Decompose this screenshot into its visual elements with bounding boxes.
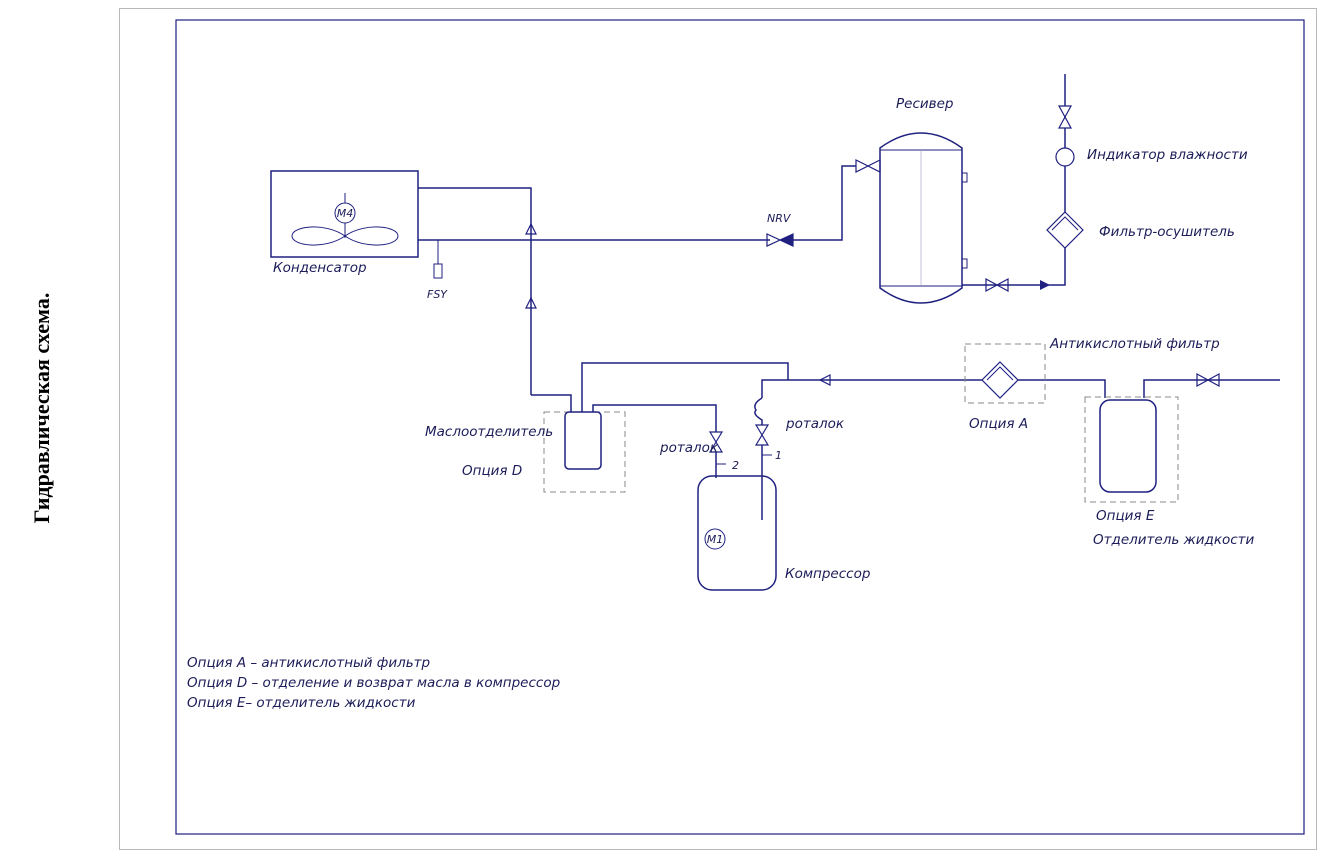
oil-return-pipe xyxy=(592,404,717,432)
compressor-motor-icon xyxy=(704,528,726,550)
receiver-label: Ресивер xyxy=(896,96,953,112)
port-1-label: 1 xyxy=(775,449,782,462)
rotalock-valve-left xyxy=(708,431,724,453)
fsy-label: FSY xyxy=(427,288,448,301)
rotalock-valve-right xyxy=(754,424,770,446)
acid-filter-icon xyxy=(981,361,1019,399)
option-d-box xyxy=(543,411,626,493)
compressor-motor-label: M1 xyxy=(707,533,724,546)
suction-pipe xyxy=(761,379,1106,398)
fan-blade-left xyxy=(291,226,346,246)
rotalock-right-label: роталок xyxy=(785,416,845,432)
liquid-separator-label: Отделитель жидкости xyxy=(1093,532,1255,548)
option-a-box xyxy=(964,343,1046,404)
option-e-label: Опция E xyxy=(1096,508,1155,524)
moisture-indicator-label: Индикатор влажности xyxy=(1087,147,1248,163)
oil-separator-vessel xyxy=(564,411,602,470)
flow-arrow-up-1 xyxy=(525,222,537,235)
legend-item: Опция E– отделитель жидкости xyxy=(187,695,416,711)
condenser-motor-label: M4 xyxy=(337,207,354,220)
moisture-indicator-icon xyxy=(1055,147,1075,167)
page-border xyxy=(119,8,1317,850)
liquid-separator-vessel xyxy=(1099,399,1157,493)
compressor-label: Компрессор xyxy=(785,566,870,582)
suction-inlet-pipe xyxy=(1143,379,1280,398)
receiver-outlet-pipe xyxy=(962,74,1066,286)
rotalock-left-label: роталок xyxy=(659,440,719,456)
option-a-label: Опция A xyxy=(969,416,1028,432)
suction-valve xyxy=(1196,372,1220,388)
fan-blade-right xyxy=(344,226,399,246)
port-2-label: 2 xyxy=(732,459,739,472)
nrv-valve xyxy=(766,233,794,247)
oil-separator-discharge xyxy=(581,362,789,412)
nrv-label: NRV xyxy=(767,212,792,225)
option-e-box xyxy=(1084,396,1179,503)
receiver xyxy=(879,132,968,304)
flow-arrow-right-1 xyxy=(1040,280,1050,290)
condenser-label: Конденсатор xyxy=(273,260,367,276)
acid-filter-label: Антикислотный фильтр xyxy=(1049,336,1220,352)
drawing-frame xyxy=(175,19,1305,835)
discharge-pipe xyxy=(418,187,532,395)
legend: Опция A – антикислотный фильтр Опция D –… xyxy=(187,655,560,711)
legend-item: Опция D – отделение и возврат масла в ко… xyxy=(187,675,560,691)
option-d-label: Опция D xyxy=(462,463,522,479)
fsy-sensor xyxy=(433,263,443,279)
flow-arrow-up-2 xyxy=(525,296,537,309)
top-valve xyxy=(1057,105,1073,129)
legend-item: Опция A – антикислотный фильтр xyxy=(187,655,430,671)
receiver-outlet-valve xyxy=(985,277,1009,293)
flow-arrow-left-1 xyxy=(818,374,831,386)
filter-dryer-label: Фильтр-осушитель xyxy=(1099,224,1235,240)
compressor-body xyxy=(697,475,777,591)
filter-dryer-icon xyxy=(1046,211,1084,249)
oil-separator-label: Маслоотделитель xyxy=(425,424,553,440)
condenser: M4 xyxy=(270,170,419,258)
receiver-inlet-valve xyxy=(855,159,881,173)
